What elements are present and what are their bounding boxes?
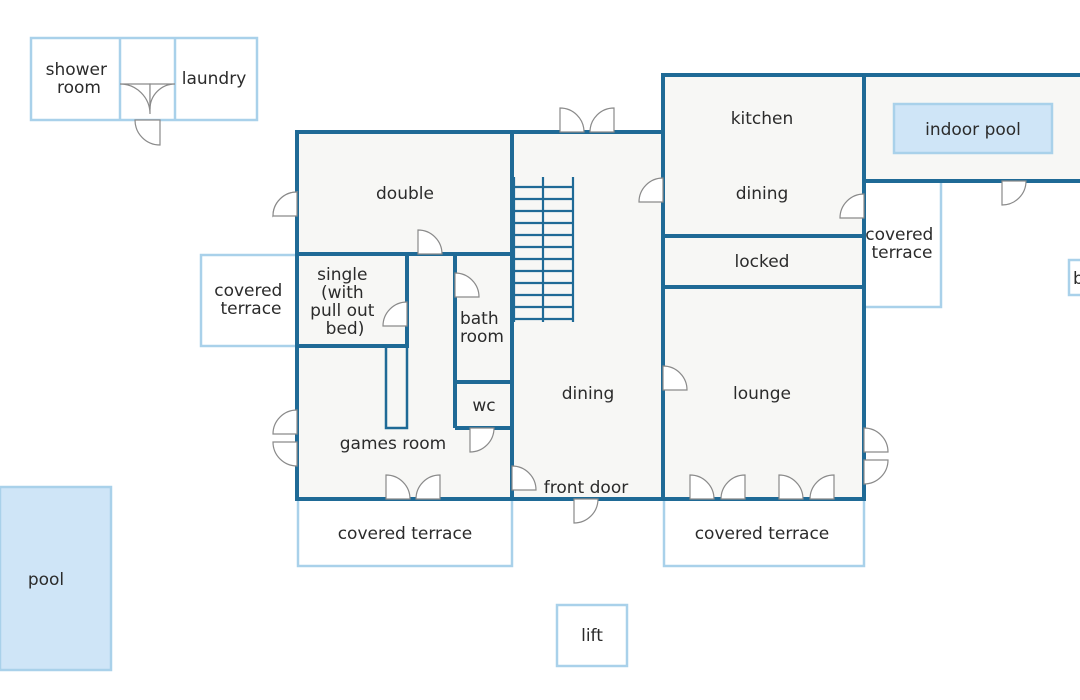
lift-outline xyxy=(555,603,629,668)
door-swing xyxy=(469,427,495,453)
front-door-swing xyxy=(573,498,599,524)
door-swing xyxy=(589,107,615,133)
room-label-double: double xyxy=(376,184,434,204)
room-label-covered-terrace-left: covered terrace xyxy=(214,281,288,319)
door-swing xyxy=(559,107,585,133)
room-label-edge-cut: b xyxy=(1073,269,1080,289)
room-label-pool: pool xyxy=(28,570,64,590)
door-swing xyxy=(454,272,480,298)
door-swing xyxy=(839,193,865,219)
room-label-kitchen: kitchen xyxy=(731,109,794,129)
door-swing xyxy=(1001,180,1027,206)
outbuilding: shower room laundry xyxy=(29,36,259,146)
room-label-dining-right: dining xyxy=(736,184,789,204)
door-swing xyxy=(272,191,298,217)
door-swing xyxy=(638,177,664,203)
door-swing xyxy=(720,474,746,500)
door-swing xyxy=(689,474,715,500)
door-swings xyxy=(272,107,1027,524)
center-fill xyxy=(512,132,663,499)
door-swing xyxy=(272,441,298,467)
door-swing xyxy=(511,465,537,491)
room-label-lounge: lounge xyxy=(733,384,791,404)
door-swing xyxy=(662,365,688,391)
room-label-games-room: games room xyxy=(340,434,446,454)
built-in-cupboard xyxy=(384,344,409,430)
door-swing xyxy=(809,474,835,500)
room-label-covered-terrace-bottom-left: covered terrace xyxy=(338,524,473,544)
door-swing xyxy=(778,474,804,500)
door-swing xyxy=(119,83,151,115)
indoor-pool-basin xyxy=(892,102,1054,155)
door-swing xyxy=(149,83,176,110)
door-swing xyxy=(417,229,443,255)
outdoor-pool xyxy=(0,485,113,672)
room-label-lift: lift xyxy=(581,626,603,646)
door-swing xyxy=(272,409,298,435)
room-labels: kitchen indoor pool double dining covere… xyxy=(28,109,1080,646)
door-swing xyxy=(863,459,889,485)
door-swing xyxy=(134,119,161,146)
room-label-indoor-pool: indoor pool xyxy=(925,120,1021,140)
room-label-front-door: front door xyxy=(544,478,628,498)
stair-treads xyxy=(514,185,573,321)
room-label-dining-center: dining xyxy=(562,384,615,404)
room-label-single: single (with pull out bed) xyxy=(310,265,380,339)
room-label-wc: wc xyxy=(472,396,495,416)
door-swing xyxy=(415,474,441,500)
room-label-covered-terrace-right: covered terrace xyxy=(865,225,939,263)
room-label-covered-terrace-bottom-right: covered terrace xyxy=(695,524,830,544)
door-swing xyxy=(382,301,408,327)
staircase xyxy=(512,177,575,322)
room-label-locked: locked xyxy=(735,252,790,272)
edge-cut-outline xyxy=(1067,258,1080,297)
room-label-shower-room: shower room xyxy=(46,60,113,98)
room-label-laundry: laundry xyxy=(182,69,247,89)
door-swing xyxy=(385,474,411,500)
room-label-bathroom: bath room xyxy=(460,309,504,347)
door-swing xyxy=(863,427,889,453)
